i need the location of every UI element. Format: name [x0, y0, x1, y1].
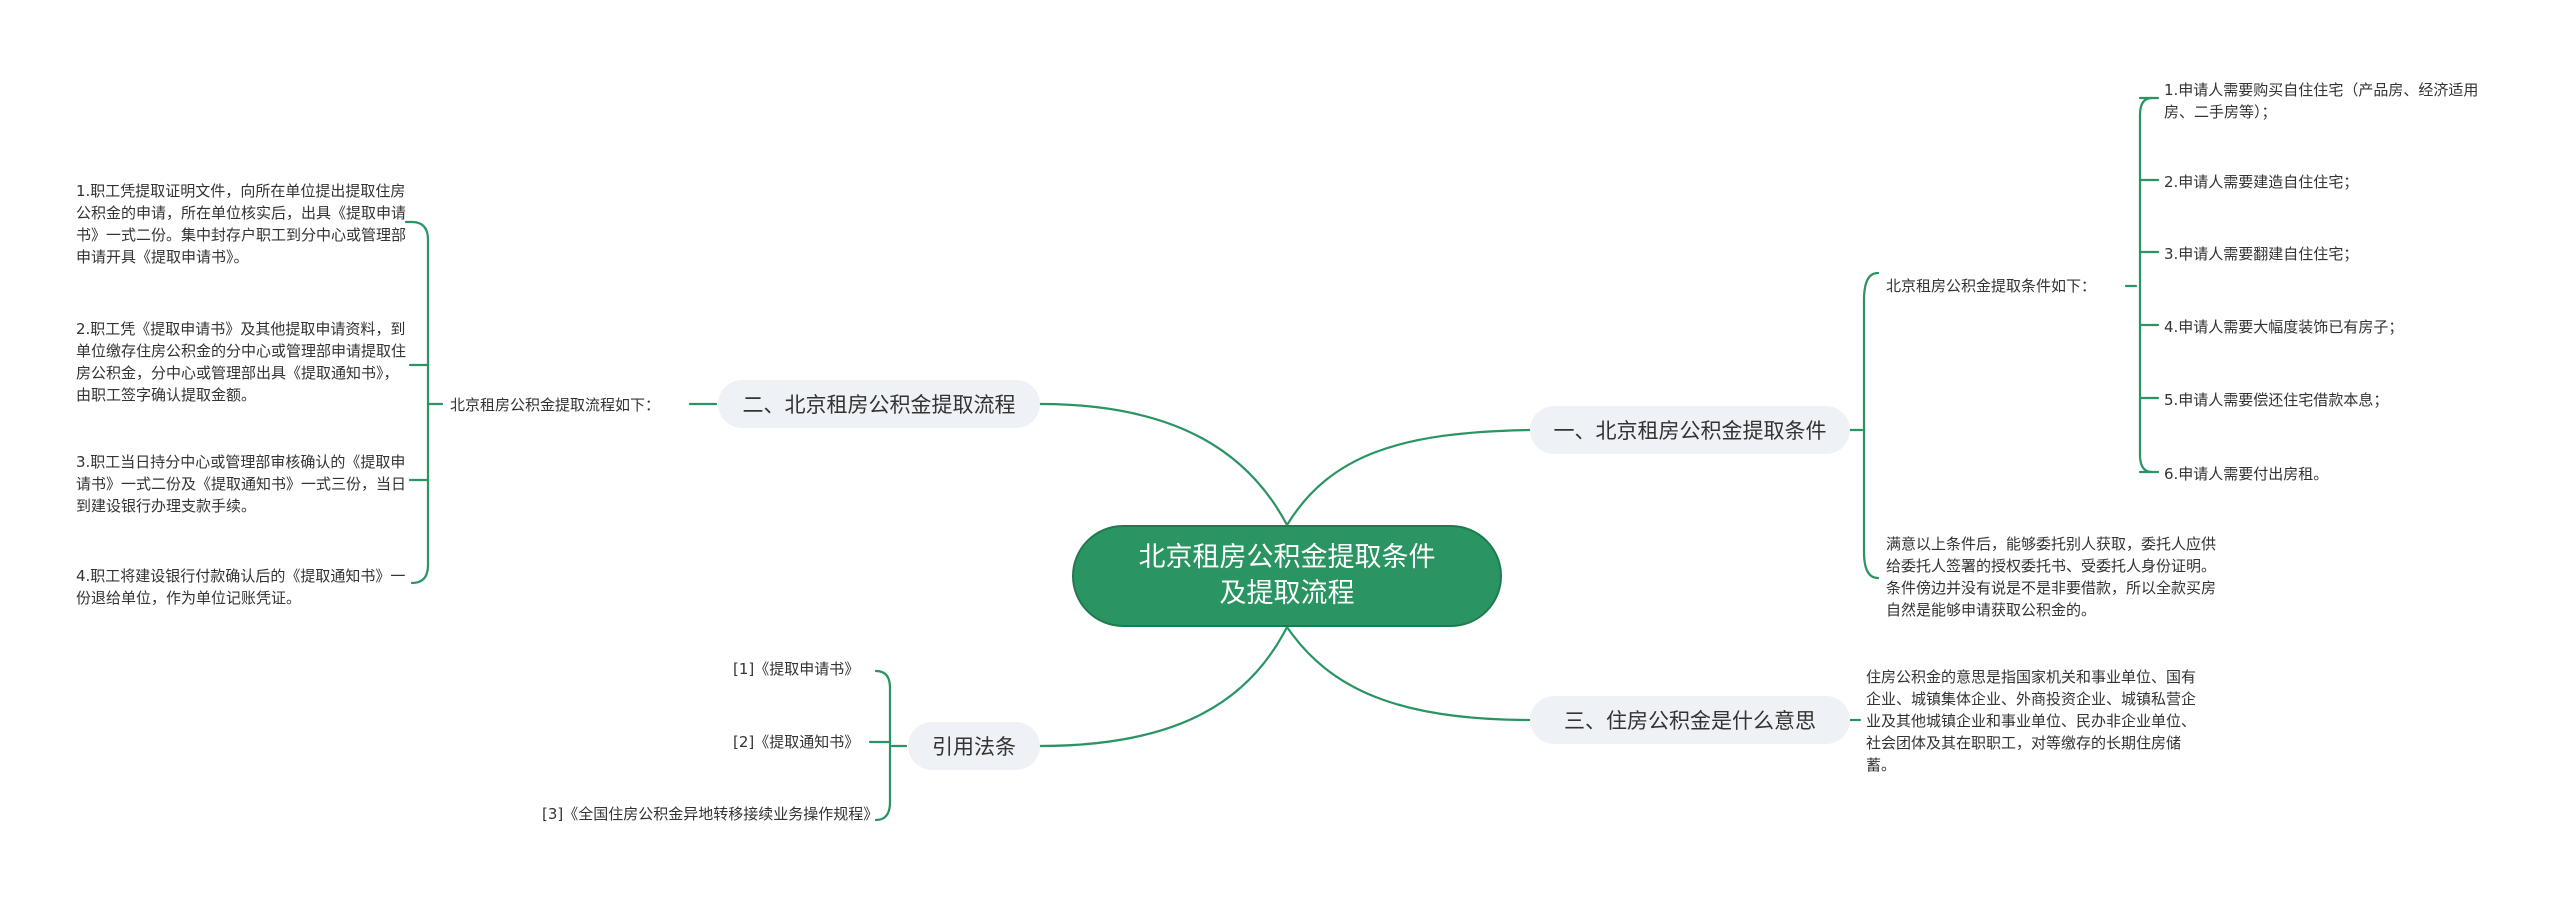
branch-conditions-label: 一、北京租房公积金提取条件 — [1553, 419, 1827, 443]
conditions-item-3[interactable]: 3.申请人需要翻建自住住宅； — [2164, 245, 2359, 263]
bracket-process-items — [410, 220, 430, 585]
conditions-item-1[interactable]: 1.申请人需要购买自住住宅（产品房、经济适用房、二手房等）； — [2164, 81, 2479, 121]
branch-meaning-label: 三、住房公积金是什么意思 — [1564, 709, 1816, 733]
process-item-1[interactable]: 1.职工凭提取证明文件，向所在单位提出提取住房公积金的申请，所在单位核实后，出具… — [76, 182, 407, 266]
laws-item-2[interactable]: [2]《提取通知书》 — [733, 733, 860, 751]
root-topic-line2: 及提取流程 — [1219, 578, 1355, 609]
branch-laws[interactable]: 引用法条 — [908, 722, 1040, 770]
conditions-item-2[interactable]: 2.申请人需要建造自住住宅； — [2164, 173, 2359, 191]
branch-conditions[interactable]: 一、北京租房公积金提取条件 — [1530, 406, 1850, 454]
conditions-intro[interactable]: 北京租房公积金提取条件如下： — [1886, 277, 2097, 295]
link-root-process — [1038, 402, 1289, 527]
process-item-3[interactable]: 3.职工当日持分中心或管理部审核确认的《提取申请书》一式二份及《提取通知书》一式… — [76, 453, 407, 515]
link-root-laws — [1038, 625, 1289, 748]
laws-item-3[interactable]: [3]《全国住房公积金异地转移接续业务操作规程》 — [542, 805, 879, 823]
link-root-conditions — [1285, 428, 1532, 527]
conditions-item-6[interactable]: 6.申请人需要付出房租。 — [2164, 465, 2329, 483]
root-topic[interactable]: 北京租房公积金提取条件 及提取流程 — [1072, 525, 1502, 627]
root-topic-line1: 北京租房公积金提取条件 — [1138, 542, 1436, 573]
laws-item-1[interactable]: [1]《提取申请书》 — [733, 660, 860, 678]
link-root-meaning — [1285, 625, 1532, 722]
process-item-2[interactable]: 2.职工凭《提取申请书》及其他提取申请资料，到单位缴存住房公积金的分中心或管理部… — [76, 320, 407, 404]
process-intro[interactable]: 北京租房公积金提取流程如下： — [450, 396, 661, 414]
branch-process[interactable]: 二、北京租房公积金提取流程 — [718, 380, 1040, 428]
bracket-conditions-items — [2138, 96, 2154, 474]
conditions-note[interactable]: 满意以上条件后，能够委托别人获取，委托人应供给委托人签署的授权委托书、受委托人身… — [1886, 535, 2217, 619]
conditions-item-4[interactable]: 4.申请人需要大幅度装饰已有房子； — [2164, 318, 2404, 336]
meaning-text[interactable]: 住房公积金的意思是指国家机关和事业单位、国有企业、城镇集体企业、外商投资企业、城… — [1866, 668, 2197, 774]
bracket-conditions — [1862, 271, 1880, 580]
bracket-laws-items — [874, 669, 892, 822]
conditions-item-5[interactable]: 5.申请人需要偿还住宅借款本息； — [2164, 391, 2389, 409]
process-item-4[interactable]: 4.职工将建设银行付款确认后的《提取通知书》一份退给单位，作为单位记账凭证。 — [76, 567, 406, 607]
branch-laws-label: 引用法条 — [932, 735, 1016, 759]
branch-process-label: 二、北京租房公积金提取流程 — [742, 393, 1016, 417]
branch-meaning[interactable]: 三、住房公积金是什么意思 — [1530, 696, 1850, 744]
